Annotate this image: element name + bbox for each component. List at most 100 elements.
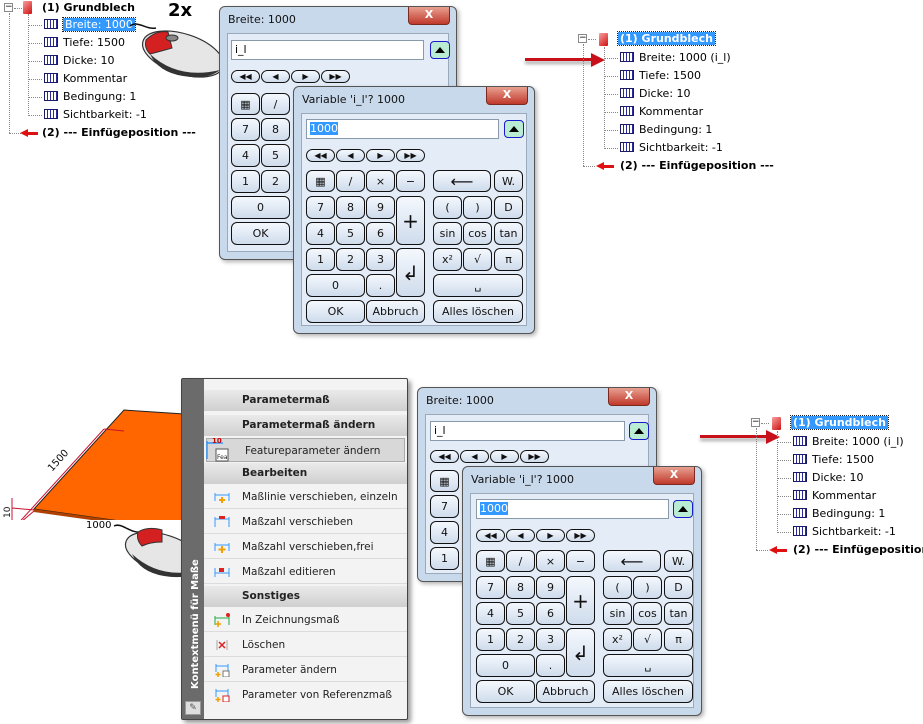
space-button[interactable]: ␣ <box>433 274 523 297</box>
square-button[interactable]: x² <box>433 248 462 271</box>
plus-button[interactable]: + <box>396 196 425 245</box>
key-0[interactable]: 0 <box>476 654 535 677</box>
minus-button[interactable]: − <box>396 170 425 192</box>
nav-first-button[interactable]: ◀◀ <box>306 149 335 162</box>
divide-button[interactable]: / <box>506 550 535 572</box>
tan-button[interactable]: tan <box>494 222 523 245</box>
nav-next-button[interactable]: ▶ <box>366 149 395 162</box>
collapse-toggle[interactable]: − <box>578 33 587 43</box>
key-6[interactable]: 6 <box>536 602 565 625</box>
tree-item-kommentar[interactable]: Kommentar <box>44 71 127 87</box>
open-paren-button[interactable]: ( <box>433 196 462 219</box>
collapse-toggle[interactable]: − <box>4 2 13 12</box>
clear-all-button[interactable]: Alles löschen <box>603 680 693 703</box>
key-1[interactable]: 1 <box>476 628 505 651</box>
tree-item-tiefe[interactable]: Tiefe: 1500 <box>44 35 125 51</box>
cos-button[interactable]: cos <box>463 222 492 245</box>
tree-item-tiefe[interactable]: Tiefe: 1500 <box>620 68 701 84</box>
tan-button[interactable]: tan <box>664 602 693 625</box>
tree-item-tiefe[interactable]: Tiefe: 1500 <box>793 452 874 468</box>
nav-last-button[interactable]: ▶▶ <box>321 70 350 83</box>
multiply-button[interactable]: × <box>536 550 565 572</box>
minus-button[interactable]: − <box>566 550 595 572</box>
open-paren-button[interactable]: ( <box>603 576 632 599</box>
nav-next-button[interactable]: ▶ <box>490 450 519 463</box>
history-up-button[interactable] <box>430 41 450 59</box>
tree-item-sichtbarkeit[interactable]: Sichtbarkeit: -1 <box>44 107 147 123</box>
value-input[interactable]: 1000 <box>476 499 669 519</box>
tree-item-dicke[interactable]: Dicke: 10 <box>620 86 691 102</box>
tree-item-sichtbarkeit[interactable]: Sichtbarkeit: -1 <box>793 524 896 540</box>
key-7[interactable]: 7 <box>231 118 260 141</box>
nav-next-button[interactable]: ▶ <box>291 70 320 83</box>
key-2[interactable]: 2 <box>336 248 365 271</box>
key-8[interactable]: 8 <box>506 576 535 599</box>
tree-item-kommentar[interactable]: Kommentar <box>793 488 876 504</box>
sqrt-button[interactable]: √ <box>633 628 662 651</box>
tree-item-breite[interactable]: Breite: 1000 (i_l) <box>793 434 904 450</box>
clear-all-button[interactable]: Alles löschen <box>433 300 523 323</box>
space-button[interactable]: ␣ <box>603 654 693 677</box>
d-button[interactable]: D <box>494 196 523 219</box>
key-dot[interactable]: . <box>366 274 395 297</box>
collapse-toggle[interactable]: − <box>751 417 760 427</box>
sin-button[interactable]: sin <box>433 222 462 245</box>
key-4[interactable]: 4 <box>231 144 260 167</box>
nav-first-button[interactable]: ◀◀ <box>476 529 505 542</box>
key-5[interactable]: 5 <box>261 144 290 167</box>
calculator-icon-button[interactable]: ▦ <box>430 470 459 492</box>
nav-next-button[interactable]: ▶ <box>536 529 565 542</box>
key-7[interactable]: 7 <box>430 495 459 518</box>
key-3[interactable]: 3 <box>366 248 395 271</box>
tree-item-kommentar[interactable]: Kommentar <box>620 104 703 120</box>
key-1[interactable]: 1 <box>231 170 260 193</box>
pi-button[interactable]: π <box>664 628 693 651</box>
sin-button[interactable]: sin <box>603 602 632 625</box>
nav-first-button[interactable]: ◀◀ <box>231 70 260 83</box>
nav-prev-button[interactable]: ◀ <box>506 529 535 542</box>
formula-input[interactable]: i_l <box>231 40 424 60</box>
nav-prev-button[interactable]: ◀ <box>336 149 365 162</box>
key-9[interactable]: 9 <box>536 576 565 599</box>
ok-button[interactable]: OK <box>476 680 535 703</box>
key-8[interactable]: 8 <box>336 196 365 219</box>
edit-pencil-button[interactable]: ✎ <box>185 701 201 715</box>
w-button[interactable]: W. <box>494 170 523 192</box>
cancel-button[interactable]: Abbruch <box>536 680 595 703</box>
nav-prev-button[interactable]: ◀ <box>261 70 290 83</box>
enter-button[interactable]: ↲ <box>396 248 425 297</box>
multiply-button[interactable]: × <box>366 170 395 192</box>
menu-item-parameter-von-referenzmass[interactable]: Parameter von Referenzmaß <box>204 683 407 707</box>
key-5[interactable]: 5 <box>506 602 535 625</box>
menu-item-masszahl-verschieben[interactable]: Maßzahl verschieben <box>204 510 407 534</box>
ok-button[interactable]: OK <box>231 222 290 245</box>
tree-item-dicke[interactable]: Dicke: 10 <box>793 470 864 486</box>
key-0[interactable]: 0 <box>306 274 365 297</box>
nav-first-button[interactable]: ◀◀ <box>430 450 459 463</box>
key-5[interactable]: 5 <box>336 222 365 245</box>
menu-item-parameter-aendern[interactable]: Parameter ändern <box>204 658 407 682</box>
key-2[interactable]: 2 <box>506 628 535 651</box>
key-4[interactable]: 4 <box>306 222 335 245</box>
key-dot[interactable]: . <box>536 654 565 677</box>
key-7[interactable]: 7 <box>476 576 505 599</box>
key-2[interactable]: 2 <box>261 170 290 193</box>
menu-item-masszahl-editieren[interactable]: Maßzahl editieren <box>204 560 407 584</box>
history-up-button[interactable] <box>504 120 524 138</box>
close-button[interactable]: X <box>608 388 650 406</box>
history-up-button[interactable] <box>673 500 693 518</box>
nav-last-button[interactable]: ▶▶ <box>520 450 549 463</box>
tree-root[interactable]: (1) Grundblech <box>790 415 889 430</box>
value-input[interactable]: 1000 <box>306 119 499 139</box>
close-button[interactable]: X <box>653 467 695 485</box>
close-button[interactable]: X <box>408 7 450 25</box>
calculator-icon-button[interactable]: ▦ <box>231 93 260 115</box>
ok-button[interactable]: OK <box>306 300 365 323</box>
tree-item-bedingung[interactable]: Bedingung: 1 <box>793 506 885 522</box>
menu-item-masslinie-verschieben[interactable]: Maßlinie verschieben, einzeln <box>204 485 407 509</box>
close-button[interactable]: X <box>486 87 528 105</box>
key-9[interactable]: 9 <box>366 196 395 219</box>
plus-button[interactable]: + <box>566 576 595 625</box>
key-3[interactable]: 3 <box>536 628 565 651</box>
nav-last-button[interactable]: ▶▶ <box>566 529 595 542</box>
